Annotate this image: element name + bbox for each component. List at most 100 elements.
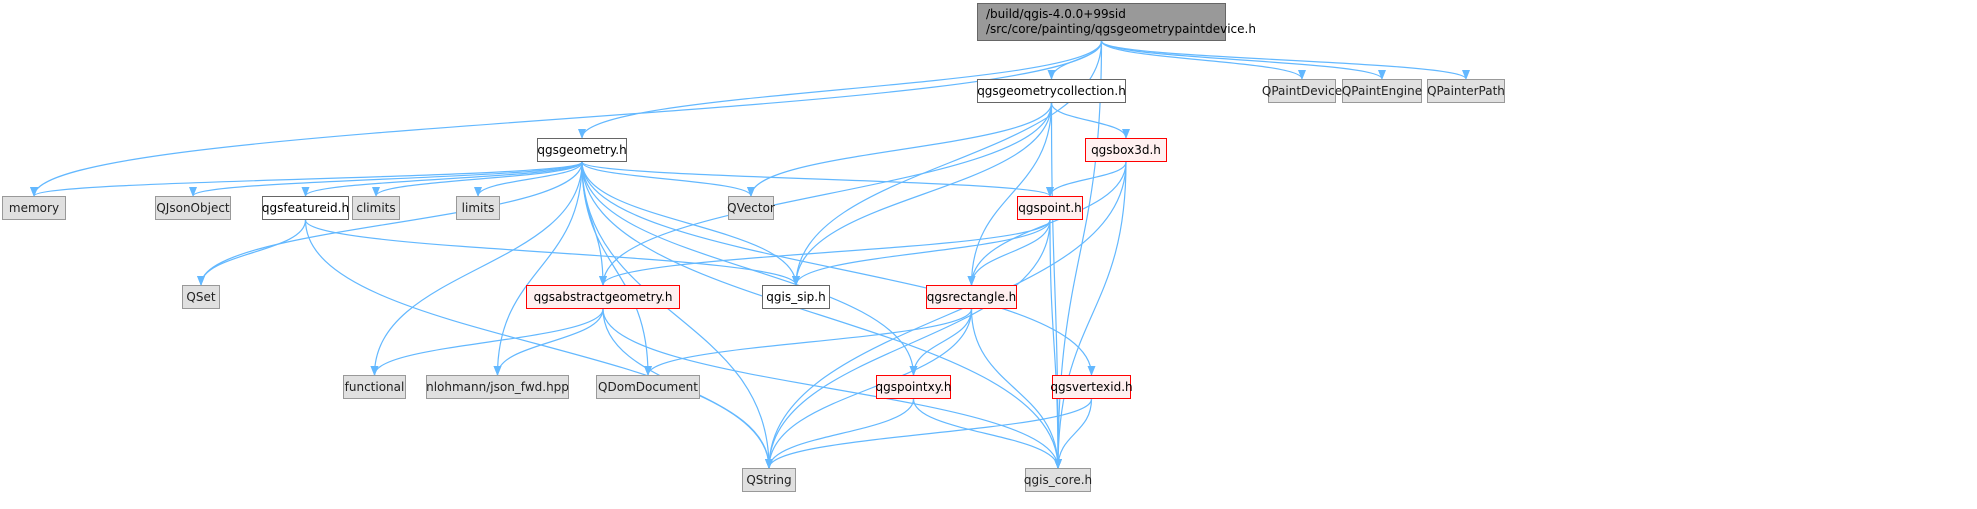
edge-qgspoint-to-qgsrectangle bbox=[967, 219, 1051, 286]
edge-qgspointxy-to-qgis_core bbox=[912, 398, 1062, 469]
node-QPaintEngine: QPaintEngine bbox=[1342, 79, 1422, 103]
node-label: qgsabstractgeometry.h bbox=[533, 289, 673, 304]
node-label: QSet bbox=[186, 289, 216, 304]
node-nlohmann: nlohmann/json_fwd.hpp bbox=[426, 375, 569, 399]
node-limits: limits bbox=[456, 196, 500, 220]
node-label: qgspoint.h bbox=[1018, 200, 1082, 215]
edge-qgsgeometry-to-nlohmann bbox=[493, 161, 583, 376]
edge-root-to-QPainterPath bbox=[1100, 40, 1470, 80]
node-label: functional bbox=[344, 379, 405, 394]
edge-qgsgeometry-to-memory bbox=[30, 161, 583, 197]
edge-qgsbox3d-to-QString bbox=[765, 161, 1127, 469]
edge-qgsgeometry-to-limits bbox=[474, 161, 583, 197]
node-label: QString bbox=[746, 472, 792, 487]
node-qgsgeometry[interactable]: qgsgeometry.h bbox=[537, 138, 627, 162]
edge-qgsgeometry-to-climits bbox=[372, 161, 583, 197]
edge-qgsrectangle-to-qgis_core bbox=[970, 308, 1062, 469]
edge-qgsgeometry-to-QJsonObject bbox=[189, 161, 583, 197]
node-label: climits bbox=[356, 200, 396, 215]
edge-qgsfeatureid-to-QString bbox=[304, 219, 773, 469]
edge-qgspoint-to-qgsabstractgeometry bbox=[599, 219, 1051, 286]
edge-qgsgeometrycollection-to-qgis_core bbox=[1050, 102, 1062, 469]
node-qgspoint[interactable]: qgspoint.h bbox=[1017, 196, 1083, 220]
node-qgsvertexid[interactable]: qgsvertexid.h bbox=[1050, 375, 1133, 399]
node-label: limits bbox=[461, 200, 495, 215]
edge-qgsabstractgeometry-to-nlohmann bbox=[493, 308, 604, 376]
node-qgspointxy[interactable]: qgspointxy.h bbox=[875, 375, 952, 399]
edge-qgsgeometrycollection-to-QVector bbox=[747, 102, 1053, 197]
edge-qgsgeometry-to-qgspoint bbox=[581, 161, 1054, 197]
node-QJsonObject: QJsonObject bbox=[155, 196, 231, 220]
node-qgsabstractgeometry[interactable]: qgsabstractgeometry.h bbox=[526, 285, 680, 309]
edge-qgsgeometrycollection-to-qgsabstractgeometry bbox=[599, 102, 1053, 286]
node-label: QPaintDevice bbox=[1261, 83, 1343, 98]
node-qgsbox3d[interactable]: qgsbox3d.h bbox=[1085, 138, 1167, 162]
node-QSet: QSet bbox=[182, 285, 220, 309]
edge-qgsabstractgeometry-to-qgis_core bbox=[602, 308, 1062, 469]
edge-qgsrectangle-to-qgspointxy bbox=[909, 308, 973, 376]
node-QPaintDevice: QPaintDevice bbox=[1262, 79, 1342, 103]
edge-qgsvertexid-to-qgis_core bbox=[1054, 398, 1093, 469]
node-climits: climits bbox=[352, 196, 400, 220]
edge-qgsabstractgeometry-to-functional bbox=[370, 308, 604, 376]
node-label: /build/qgis-4.0.0+99sid /src/core/painti… bbox=[986, 7, 1256, 36]
edge-qgsgeometrycollection-to-qgsrectangle bbox=[967, 102, 1053, 286]
edge-qgsgeometry-to-qgsvertexid bbox=[581, 161, 1096, 376]
edge-qgspoint-to-QString bbox=[765, 219, 1051, 469]
edge-qgsgeometry-to-QVector bbox=[581, 161, 755, 197]
edge-qgsgeometry-to-QSet bbox=[197, 161, 583, 286]
edge-qgsbox3d-to-qgis_core bbox=[1054, 161, 1127, 469]
node-label: qgis_sip.h bbox=[766, 289, 826, 304]
node-functional: functional bbox=[343, 375, 406, 399]
edge-qgsgeometry-to-functional bbox=[370, 161, 583, 376]
edge-qgsbox3d-to-qgspoint bbox=[1046, 161, 1127, 197]
node-label: memory bbox=[8, 200, 60, 215]
edge-root-to-memory bbox=[30, 40, 1103, 197]
node-QPainterPath: QPainterPath bbox=[1427, 79, 1505, 103]
node-label: qgsfeatureid.h bbox=[261, 200, 350, 215]
node-QDomDocument: QDomDocument bbox=[596, 375, 700, 399]
node-qgsrectangle[interactable]: qgsrectangle.h bbox=[926, 285, 1017, 309]
edge-qgsgeometrycollection-to-qgsbox3d bbox=[1050, 102, 1130, 139]
edge-root-to-QPaintEngine bbox=[1100, 40, 1386, 80]
node-label: qgspointxy.h bbox=[875, 379, 952, 394]
node-qgsgeometrycollection[interactable]: qgsgeometrycollection.h bbox=[977, 79, 1126, 103]
edge-qgsgeometry-to-QString bbox=[581, 161, 773, 469]
edge-qgsgeometry-to-qgsfeatureid bbox=[301, 161, 583, 197]
edge-qgsgeometry-to-qgis_sip bbox=[581, 161, 800, 286]
edge-qgsgeometry-to-qgspointxy bbox=[581, 161, 918, 376]
node-label: qgsrectangle.h bbox=[926, 289, 1017, 304]
node-label: qgis_core.h bbox=[1023, 472, 1093, 487]
edge-qgsgeometry-to-QDomDocument bbox=[581, 161, 652, 376]
edge-qgsrectangle-to-QDomDocument bbox=[644, 308, 973, 376]
node-label: QJsonObject bbox=[156, 200, 230, 215]
node-label: qgsvertexid.h bbox=[1050, 379, 1133, 394]
edge-root-to-QPaintDevice bbox=[1100, 40, 1306, 80]
node-qgis_sip[interactable]: qgis_sip.h bbox=[762, 285, 830, 309]
edge-qgspoint-to-qgis_core bbox=[1049, 219, 1062, 469]
node-label: QDomDocument bbox=[598, 379, 698, 394]
node-qgsfeatureid[interactable]: qgsfeatureid.h bbox=[262, 196, 349, 220]
edge-qgsfeatureid-to-QSet bbox=[197, 219, 307, 286]
node-QString: QString bbox=[742, 468, 796, 492]
edge-qgsrectangle-to-QString bbox=[765, 308, 973, 469]
node-qgis_core: qgis_core.h bbox=[1023, 468, 1093, 492]
node-label: QPainterPath bbox=[1427, 83, 1505, 98]
edge-qgsgeometry-to-qgis_core bbox=[581, 161, 1062, 469]
edge-qgspoint-to-qgis_sip bbox=[792, 219, 1051, 286]
node-label: qgsgeometrycollection.h bbox=[977, 83, 1126, 98]
edge-qgsvertexid-to-QString bbox=[765, 398, 1093, 469]
node-label: QVector bbox=[727, 200, 775, 215]
edge-qgspointxy-to-QString bbox=[765, 398, 915, 469]
node-memory: memory bbox=[2, 196, 66, 220]
node-label: nlohmann/json_fwd.hpp bbox=[426, 379, 569, 394]
node-root: /build/qgis-4.0.0+99sid /src/core/painti… bbox=[977, 3, 1256, 41]
edge-root-to-qgsgeometry bbox=[578, 40, 1103, 139]
node-label: QPaintEngine bbox=[1341, 83, 1423, 98]
node-label: qgsgeometry.h bbox=[537, 142, 627, 157]
node-label: qgsbox3d.h bbox=[1091, 142, 1161, 157]
edge-root-to-qgsgeometrycollection bbox=[1047, 40, 1103, 80]
edge-root-to-qgis_sip bbox=[792, 40, 1103, 286]
